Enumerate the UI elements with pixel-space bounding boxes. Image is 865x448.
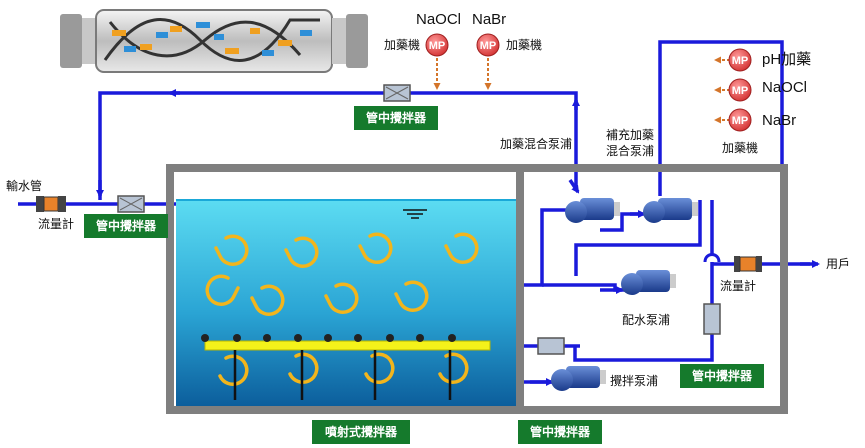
swirl-5 <box>205 274 240 306</box>
supplement-loop-pipe <box>658 40 784 196</box>
flow-arrows <box>96 89 820 386</box>
swirl-12 <box>438 352 469 384</box>
distribution-pump-label: 配水泵浦 <box>622 313 670 327</box>
pipe-crossover <box>703 253 721 263</box>
swirl-2 <box>284 236 319 268</box>
svg-text:管中攪拌器: 管中攪拌器 <box>530 424 591 439</box>
swirl-6 <box>250 284 285 316</box>
swirl-7 <box>324 282 359 314</box>
swirl-8 <box>394 280 429 312</box>
inlet-pipe-label: 輸水管 <box>6 178 42 193</box>
dosing-mix-pump-label: 加藥混合泵浦 <box>500 136 572 151</box>
swirl-10 <box>288 352 319 384</box>
flowmeter-right-device <box>734 256 762 272</box>
mp-icon: MP <box>732 115 749 127</box>
distribution-pump <box>621 270 676 295</box>
right-dosing-ph: MP <box>714 48 752 72</box>
recirculation-pipe <box>98 91 578 200</box>
mp-icon: MP <box>480 40 497 52</box>
stir-pump <box>551 366 606 391</box>
inline-mixer-top-box: 管中攪拌器 <box>354 106 438 130</box>
stir-pump-label: 攪拌泵浦 <box>610 373 658 388</box>
svg-text:噴射式攪拌器: 噴射式攪拌器 <box>325 424 398 439</box>
swirl-1 <box>214 234 249 266</box>
mp-icon: MP <box>429 40 446 52</box>
top-naocl-label: NaOCl <box>416 11 461 28</box>
right-dosing-naocl: MP <box>714 78 752 102</box>
right-ph-label: pH加藥 <box>762 51 811 68</box>
mix-pipe-2 <box>574 200 702 276</box>
flowmeter-left-device <box>36 196 66 212</box>
flowmeter-left-label: 流量計 <box>38 216 74 231</box>
inline-mixer-bottom-box: 管中攪拌器 <box>518 420 602 444</box>
swirl-11 <box>364 352 395 384</box>
mp-icon: MP <box>732 55 749 67</box>
right-naocl-label: NaOCl <box>762 79 807 96</box>
inline-mixer-right-box: 管中攪拌器 <box>680 364 764 388</box>
svg-text:管中攪拌器: 管中攪拌器 <box>96 218 157 233</box>
inline-mixer-left-box: 管中攪拌器 <box>84 214 168 238</box>
dosing-mix-pump <box>565 198 620 223</box>
mp-icon: MP <box>732 85 749 97</box>
supplement-pump-label-1: 補充加藥 <box>606 127 654 142</box>
top-dosing-nabr: MP <box>476 33 500 90</box>
svg-text:管中攪拌器: 管中攪拌器 <box>692 368 753 383</box>
flowmeter-right-label: 流量計 <box>720 278 756 293</box>
pipe-network <box>18 40 810 384</box>
user-label: 用戶 <box>826 257 850 271</box>
top-nabr-label: NaBr <box>472 11 506 28</box>
svg-text:管中攪拌器: 管中攪拌器 <box>366 110 427 125</box>
right-nabr-label: NaBr <box>762 112 796 129</box>
inline-mixer-right-device <box>703 303 721 335</box>
right-dosing-label: 加藥機 <box>722 140 758 155</box>
water-level-symbol <box>403 209 427 219</box>
swirl-3 <box>358 232 393 264</box>
top-dosing-naocl: MP <box>425 33 449 90</box>
supplement-mix-pump <box>643 198 698 223</box>
jet-mixer-box: 噴射式攪拌器 <box>312 420 410 444</box>
jet-manifold <box>201 334 491 400</box>
top-dosing-right-label: 加藥機 <box>506 37 542 52</box>
inline-mixer-bottom-device <box>537 337 565 355</box>
static-mixer-illustration <box>60 9 368 73</box>
right-dosing-nabr: MP <box>714 108 752 132</box>
swirl-4 <box>444 232 479 264</box>
top-dosing-left-label: 加藥機 <box>384 37 420 52</box>
stir-return-pipe <box>573 346 714 362</box>
inline-mixer-top-device <box>383 84 411 102</box>
supplement-pump-label-2: 混合泵浦 <box>606 143 654 158</box>
inline-mixer-left-device <box>117 195 145 213</box>
